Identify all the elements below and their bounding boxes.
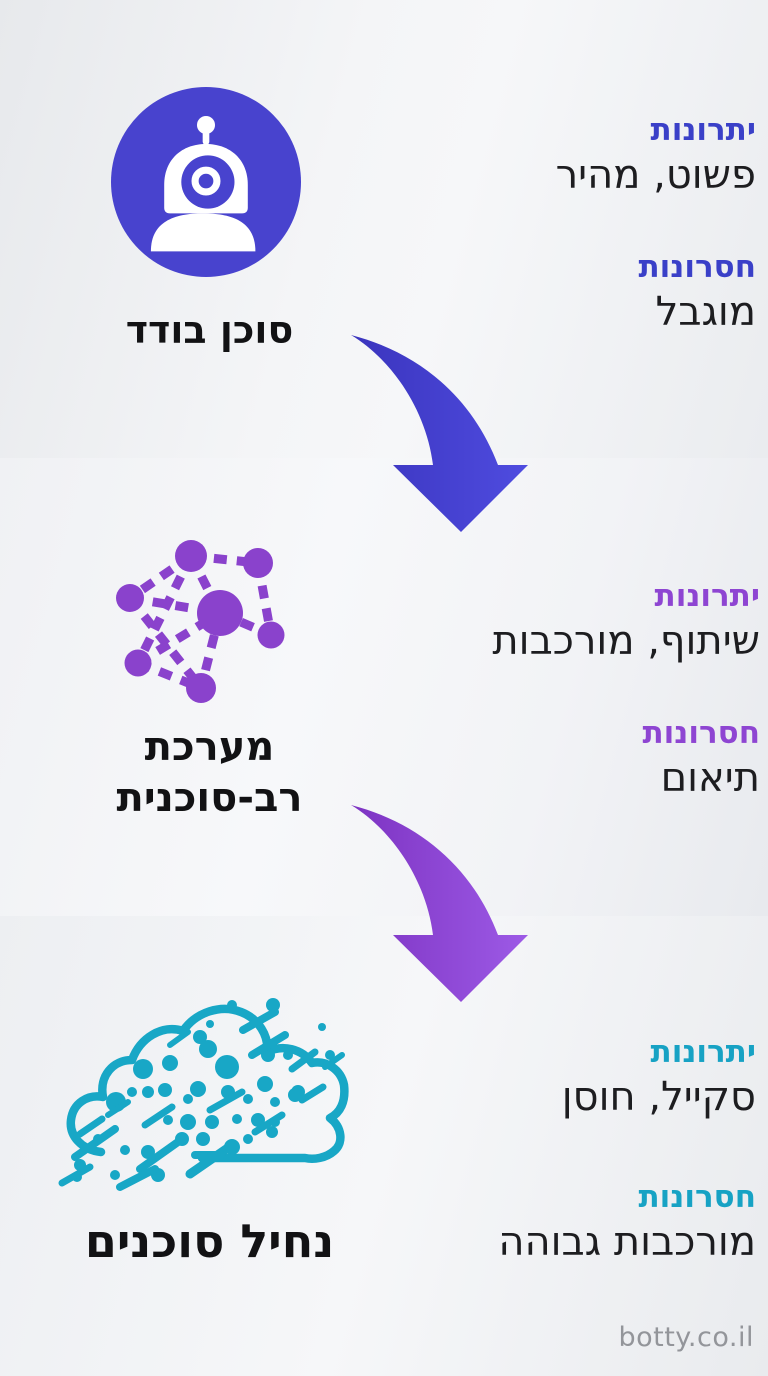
cons-title: חסרונות [638, 1179, 756, 1216]
pros-text: פשוט, מהיר [555, 152, 756, 199]
pros-title: יתרונות [654, 578, 760, 614]
watermark: botty.co.il [618, 1322, 754, 1353]
cons-text: מורכבות גבוהה [498, 1219, 756, 1266]
stage-label-single-agent: סוכן בודד [125, 308, 294, 352]
cons-text: מוגבל [655, 289, 756, 336]
pros-title: יתרונות [650, 112, 756, 148]
pros-text: סקייל, חוסן [561, 1074, 756, 1121]
pros-text: שיתוף, מורכבות [492, 618, 760, 665]
stage-label-multi-agent-system: מערכת רב-סוכנית [116, 724, 303, 822]
pros-title: יתרונות [650, 1034, 756, 1070]
cons-title: חסרונות [638, 249, 756, 286]
section-background-2 [0, 458, 768, 916]
info-block-multi-agent-system: יתרונות שיתוף, מורכבות חסרונות תיאום [330, 578, 760, 802]
info-block-agent-swarm: יתרונות סקייל, חוסן חסרונות מורכבות גבוה… [326, 1034, 756, 1266]
network-icon [96, 525, 351, 725]
robot-icon [111, 87, 301, 277]
swarm-cloud-icon [50, 997, 370, 1207]
curved-arrow-down-icon [333, 323, 563, 553]
stage-label-agent-swarm: נחיל סוכנים [84, 1214, 335, 1268]
curved-arrow-down-icon [333, 793, 563, 1023]
cons-text: תיאום [660, 755, 760, 802]
cons-title: חסרונות [642, 715, 760, 752]
info-block-single-agent: יתרונות פשוט, מהיר חסרונות מוגבל [326, 112, 756, 336]
